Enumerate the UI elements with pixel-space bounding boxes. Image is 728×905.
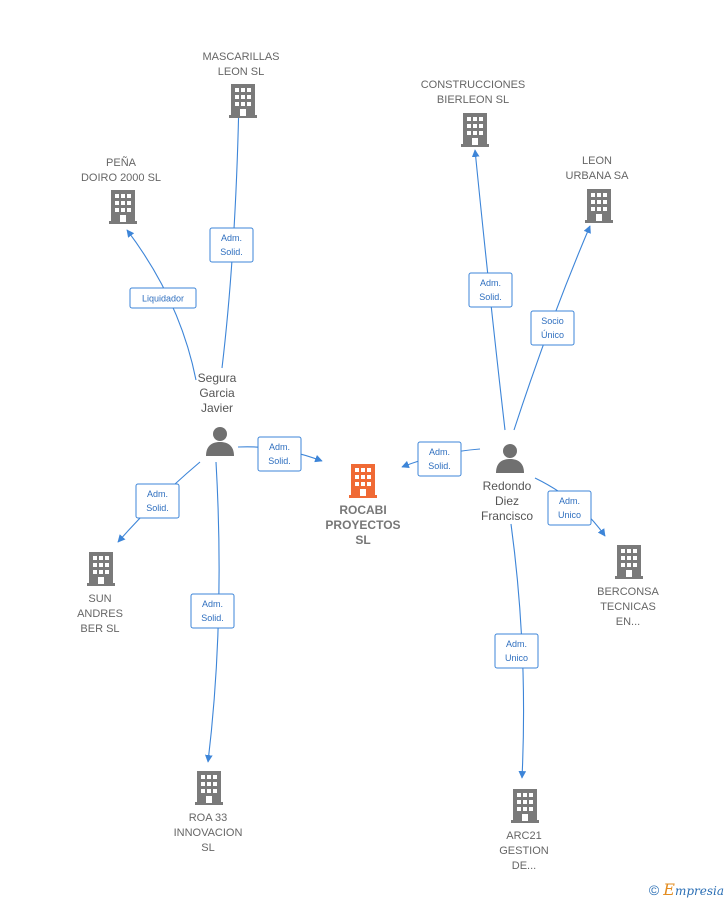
node-label-line: ROCABI <box>339 503 386 517</box>
edge-labels: Adm. Solid. Liquidador Adm. Solid. Adm. … <box>129 227 592 669</box>
edge-label-line: Adm. <box>147 489 168 499</box>
brand-name: mpresia <box>674 884 724 898</box>
node-label-line: SUN <box>88 593 111 605</box>
node-label-line: LEON <box>582 155 612 167</box>
edges <box>117 96 606 779</box>
building-icon <box>511 789 539 823</box>
edge-label-box <box>468 272 513 308</box>
edge-label-redondo-construcciones[interactable]: Adm. Solid. <box>468 272 513 308</box>
copyright-icon: © <box>648 882 660 898</box>
edge-label-line: Adm. <box>269 442 290 452</box>
node-berconsa-tecnicas[interactable]: BERCONSA TECNICAS EN... <box>597 545 660 628</box>
node-label-line: PEÑA <box>106 156 137 169</box>
edge-label-line: Solid. <box>220 247 243 257</box>
edge-label-line: Solid. <box>428 461 451 471</box>
node-label-line: ROA 33 <box>189 812 228 824</box>
building-icon <box>349 464 377 498</box>
edge-label-line: Solid. <box>268 456 291 466</box>
edge-label-redondo-leon[interactable]: Socio Único <box>530 310 575 346</box>
edge-label-line: Unico <box>505 653 528 663</box>
edge-label-line: Liquidador <box>142 294 184 304</box>
node-label-line: CONSTRUCCIONES <box>421 79 526 91</box>
node-segura-garcia-javier[interactable]: Segura Garcia Javier <box>198 371 237 456</box>
building-icon <box>585 189 613 223</box>
edge-label-line: Adm. <box>480 278 501 288</box>
node-label-line: SL <box>355 533 370 547</box>
edge-label-line: Adm. <box>429 447 450 457</box>
edge-label-segura-roa[interactable]: Adm. Solid. <box>190 593 235 629</box>
node-label-line: MASCARILLAS <box>202 51 279 63</box>
footer-brand[interactable]: ©Empresia <box>649 880 724 899</box>
node-label-line: EN... <box>616 616 640 628</box>
edge-label-line: Solid. <box>201 613 224 623</box>
node-label-line: GESTION <box>499 845 549 857</box>
edge-label-redondo-arc21[interactable]: Adm. Unico <box>494 633 539 669</box>
edge-label-line: Unico <box>558 510 581 520</box>
node-construcciones-bierleon[interactable]: CONSTRUCCIONES BIERLEON SL <box>421 79 526 147</box>
edge-label-segura-focus[interactable]: Adm. Solid. <box>257 436 302 472</box>
building-icon <box>229 84 257 118</box>
edge-label-box <box>530 310 575 346</box>
node-arc21-gestion[interactable]: ARC21 GESTION DE... <box>499 789 549 872</box>
node-label-line: DE... <box>512 860 536 872</box>
node-label-line: PROYECTOS <box>325 518 400 532</box>
company-nodes: ROCABI PROYECTOS SL MASCARILLAS LEON SL … <box>77 51 659 872</box>
node-label-line: BER SL <box>80 623 119 635</box>
person-icon <box>206 427 234 456</box>
node-label-line: BERCONSA <box>597 586 659 598</box>
person-icon <box>496 444 524 473</box>
edge-label-line: Único <box>541 330 564 340</box>
node-mascarillas-leon[interactable]: MASCARILLAS LEON SL <box>202 51 280 118</box>
node-label-line: DOIRO 2000 SL <box>81 172 161 184</box>
edge-label-box <box>135 483 180 519</box>
node-label-line: TECNICAS <box>600 601 656 613</box>
node-label-line: SL <box>201 842 214 854</box>
edge-label-line: Solid. <box>479 292 502 302</box>
edge-label-redondo-focus[interactable]: Adm. Solid. <box>417 441 462 477</box>
brand-initial: E <box>663 880 675 899</box>
edge-label-box <box>417 441 462 477</box>
node-leon-urbana[interactable]: LEON URBANA SA <box>566 155 630 223</box>
node-label-line: Redondo <box>483 479 532 493</box>
edge-label-line: Adm. <box>221 233 242 243</box>
building-icon <box>195 771 223 805</box>
edge-label-box <box>257 436 302 472</box>
node-rocabi-proyectos[interactable]: ROCABI PROYECTOS SL <box>325 464 401 547</box>
node-label-line: Garcia <box>199 386 235 400</box>
edge-label-segura-mascarillas[interactable]: Adm. Solid. <box>209 227 254 263</box>
building-icon <box>461 113 489 147</box>
edge-label-box <box>209 227 254 263</box>
edge-label-segura-sun[interactable]: Adm. Solid. <box>135 483 180 519</box>
edge-label-box <box>190 593 235 629</box>
person-nodes: Segura Garcia Javier Redondo Diez Franci… <box>198 371 534 523</box>
node-label-line: Diez <box>495 494 519 508</box>
edge-label-line: Adm. <box>559 496 580 506</box>
node-label-line: ANDRES <box>77 608 123 620</box>
edge-label-line: Solid. <box>146 503 169 513</box>
building-icon <box>615 545 643 579</box>
edge-label-box <box>494 633 539 669</box>
node-label-line: Javier <box>201 401 233 415</box>
edge-label-box <box>129 287 197 309</box>
edge-label-line: Adm. <box>506 639 527 649</box>
building-icon <box>87 552 115 586</box>
node-label-line: LEON SL <box>218 66 264 78</box>
node-redondo-diez-francisco[interactable]: Redondo Diez Francisco <box>481 444 533 523</box>
node-label-line: URBANA SA <box>566 170 630 182</box>
node-sun-andres[interactable]: SUN ANDRES BER SL <box>77 552 123 635</box>
node-roa33-innovacion[interactable]: ROA 33 INNOVACION SL <box>174 771 243 854</box>
edge-label-segura-pena[interactable]: Liquidador <box>129 287 197 309</box>
node-label-line: BIERLEON SL <box>437 94 509 106</box>
edge-label-line: Adm. <box>202 599 223 609</box>
node-pena-doiro[interactable]: PEÑA DOIRO 2000 SL <box>81 156 161 224</box>
node-label-line: INNOVACION <box>174 827 243 839</box>
node-label-line: Segura <box>198 371 237 385</box>
edge-label-line: Socio <box>541 316 564 326</box>
edge-label-redondo-berconsa[interactable]: Adm. Unico <box>547 490 592 526</box>
edge-label-box <box>547 490 592 526</box>
node-label-line: Francisco <box>481 509 533 523</box>
building-icon <box>109 190 137 224</box>
node-label-line: ARC21 <box>506 830 541 842</box>
